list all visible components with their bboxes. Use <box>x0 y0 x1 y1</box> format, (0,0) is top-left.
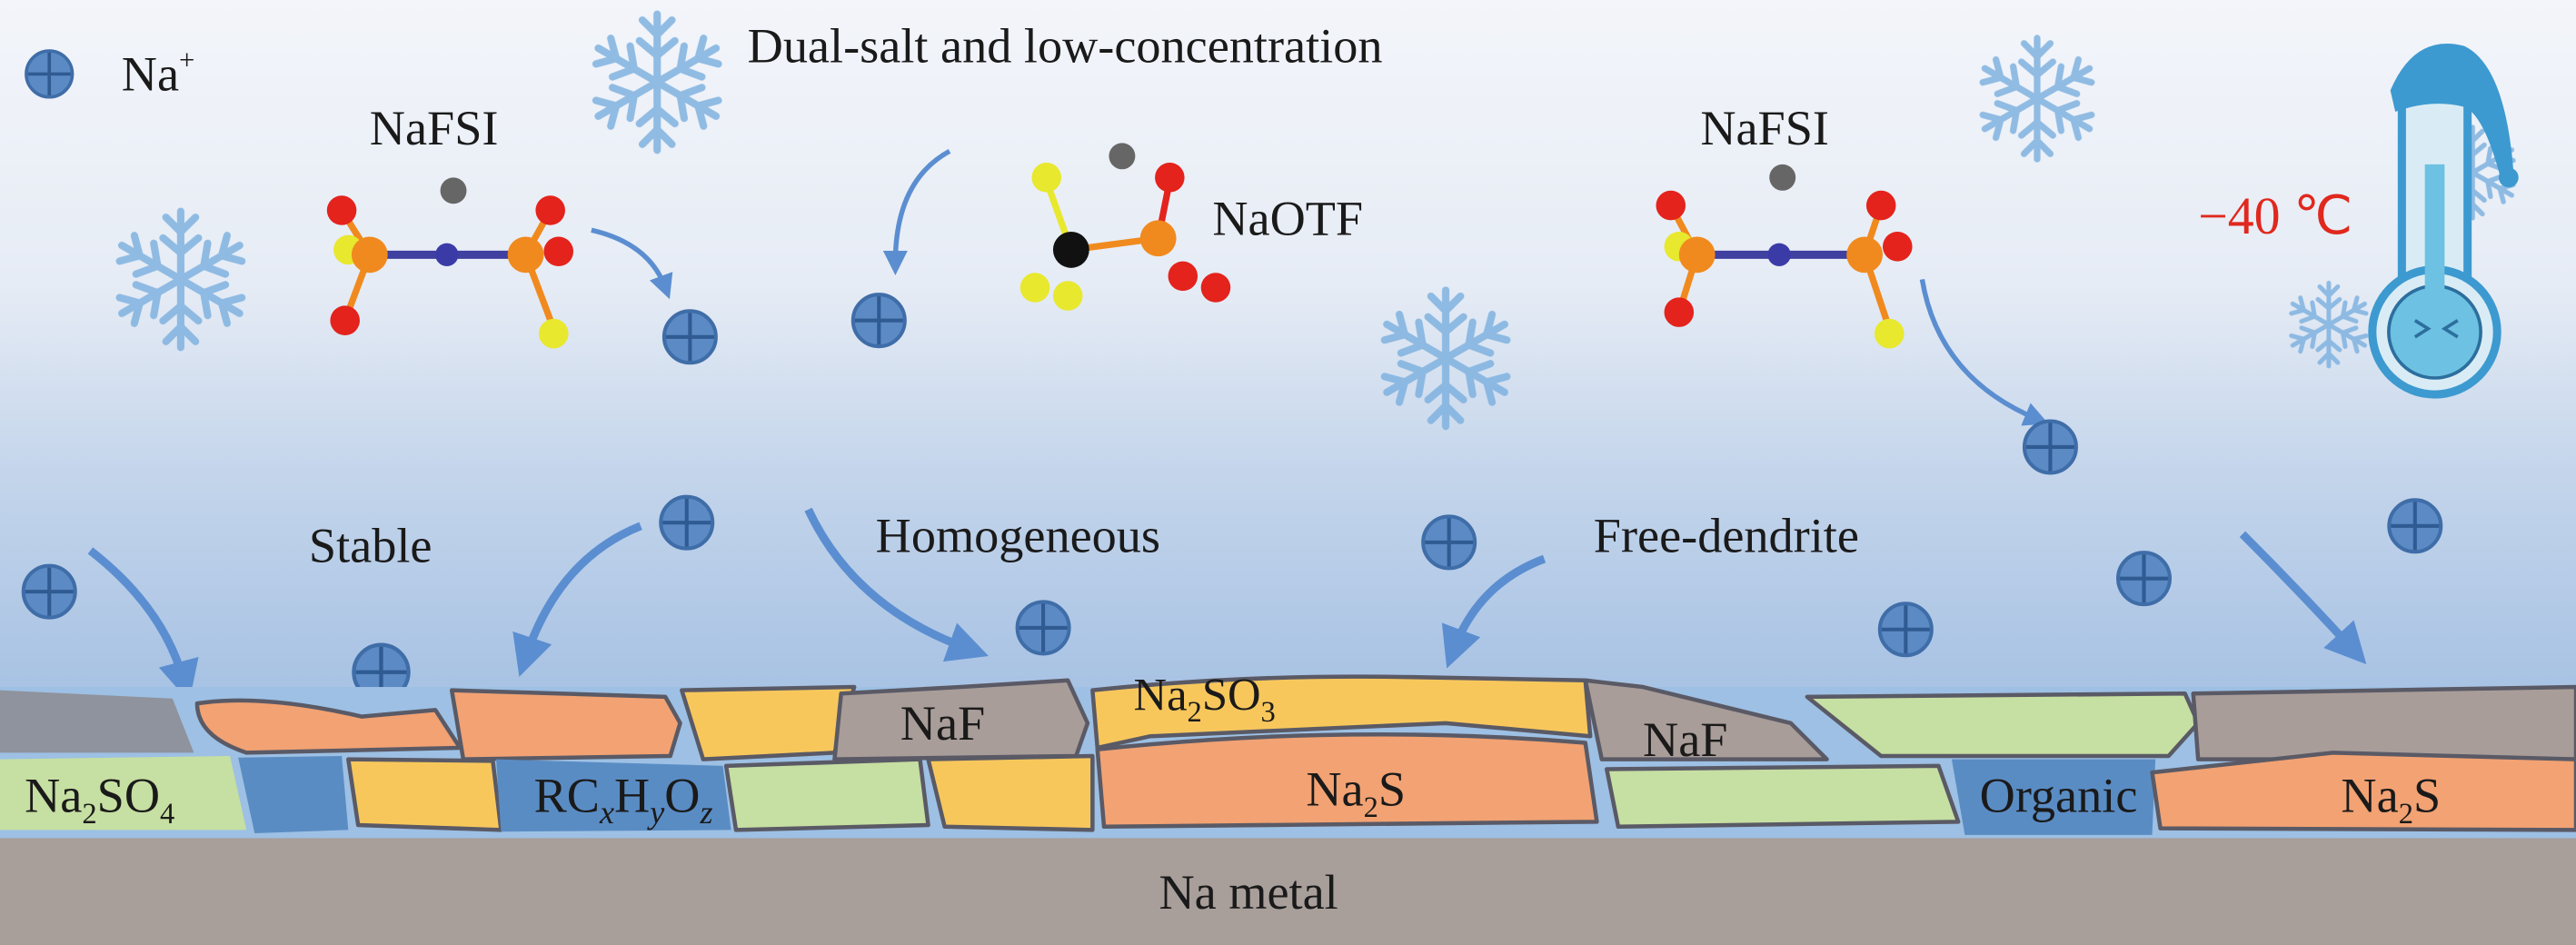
sodium-ion-icon <box>2024 421 2076 472</box>
ion-migration-arrows <box>87 149 2367 702</box>
na2so3-label: Na2SO3 <box>1134 669 1276 729</box>
sei-grain-naf <box>832 678 1090 761</box>
organic-label: Organic <box>1980 768 2138 822</box>
sei-components <box>0 674 2576 835</box>
arrow-icon <box>882 149 951 275</box>
naotf-label: NaOTF <box>1212 192 1363 246</box>
sodium-ion-icon <box>661 497 712 549</box>
sodium-ion-icon <box>664 311 716 363</box>
arrow-icon <box>2239 531 2367 665</box>
sei-grain <box>0 690 194 753</box>
sei-grain-rcxhyoz <box>496 759 731 832</box>
naf-label-2: NaF <box>1643 712 1727 767</box>
na2s-label-1: Na2S <box>1306 761 1406 824</box>
sodium-ion-icon <box>1880 603 1932 655</box>
nafsi-right-label: NaFSI <box>1700 101 1829 155</box>
na2s-label-2: Na2S <box>2341 768 2441 831</box>
nafsi-molecule-right <box>1656 164 1913 349</box>
sei-grain-yellow <box>346 757 503 832</box>
sei-grain-green <box>1805 691 2201 759</box>
sei-grain-na2s <box>1095 731 1599 830</box>
nafsi-molecule-left <box>326 177 574 349</box>
rcxhyoz-label: RCxHyOz <box>534 768 713 831</box>
arrow-icon <box>804 507 990 662</box>
na2so4-label: Na2SO4 <box>25 768 174 831</box>
arrow-icon <box>1919 279 2049 426</box>
na-metal-label: Na metal <box>1159 865 1338 920</box>
free-dendrite-label: Free-dendrite <box>1594 509 1859 563</box>
sei-grain-yellow <box>680 684 857 761</box>
sei-grain-na2so4 <box>0 756 247 831</box>
sodium-ion-icon <box>2118 552 2170 604</box>
thermometer-icon <box>2368 43 2519 399</box>
sodium-ion-icon <box>1018 602 1069 653</box>
arrow-icon <box>591 227 673 300</box>
sodium-ion-icon <box>853 294 905 346</box>
na-metal-substrate <box>0 838 2576 945</box>
naotf-molecule <box>1019 143 1231 311</box>
naf-label-1: NaF <box>900 696 985 751</box>
sei-grain-grey <box>2191 684 2576 761</box>
sodium-ion-icon <box>24 566 75 618</box>
sei-grain-na2so3 <box>1090 674 1593 751</box>
sei-grain-naf <box>1583 678 1829 761</box>
legend-ion-label: Na+ <box>122 45 195 102</box>
arrow-icon <box>512 522 642 677</box>
sodium-ion-icon <box>2389 500 2441 552</box>
sei-grain-orange <box>194 698 462 755</box>
sodium-ion-icon <box>25 49 75 99</box>
temperature-label: −40 ℃ <box>2198 186 2352 245</box>
nafsi-left-label: NaFSI <box>370 101 499 155</box>
arrow-icon <box>87 547 199 702</box>
sei-grain-blue <box>238 756 349 834</box>
sei-grain-na2s <box>2150 751 2576 832</box>
diagram-title: Dual-salt and low-concentration <box>748 19 1383 74</box>
sodium-ion-icon <box>1423 516 1475 568</box>
sei-grain-yellow <box>926 753 1095 832</box>
stable-label: Stable <box>309 519 433 573</box>
arrow-icon <box>1441 554 1547 669</box>
sei-grain-organic <box>1951 759 2156 835</box>
sei-grain-orange <box>449 688 682 761</box>
homogeneous-label: Homogeneous <box>876 509 1160 563</box>
sei-grain-green <box>1604 763 1961 830</box>
sei-grain-green <box>723 757 930 832</box>
